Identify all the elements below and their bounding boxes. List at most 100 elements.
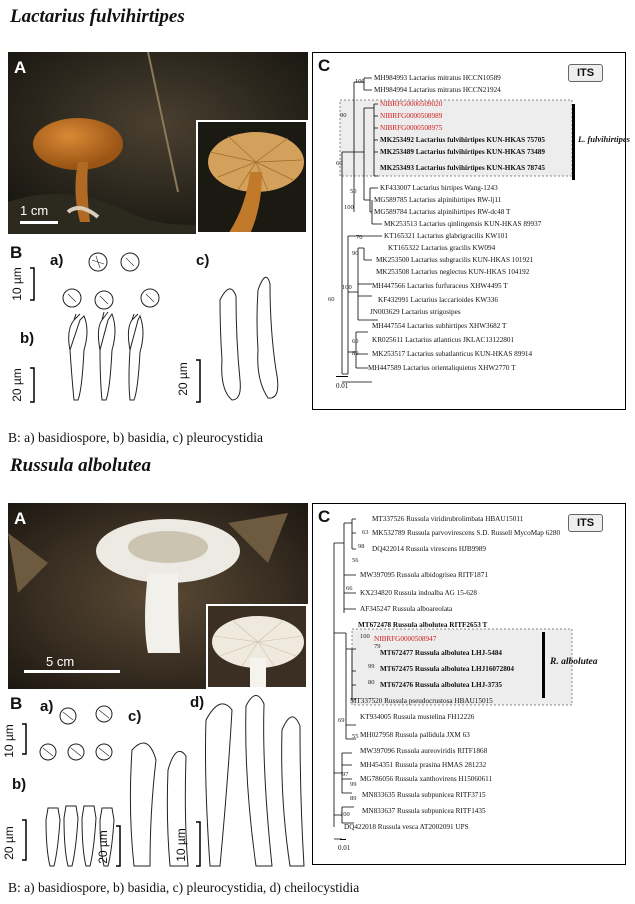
figure2-caption: B: a) basidiospore, b) basidia, c) pleur… [8,880,360,895]
tree-leaf-query: NIBRFG0000508989 [380,112,443,120]
tree-leaf: KX234820 Russula indoalba AG 15-628 [360,589,477,597]
tree2-branches [333,518,573,840]
support-value-2: 56 [352,557,359,564]
support-value: 60 [336,160,343,167]
cheilo-scale-label-2: 10 µm [173,828,188,862]
tree-scale-label-2: 0.01 [338,844,351,852]
clade-label: L. fulvihirtipes [578,134,630,144]
support-value-2: 99 [350,781,357,788]
photo-scale-bar-2 [24,670,120,673]
tree-leaf: MK253489 Lactarius fulvihirtipes KUN-HKA… [380,148,545,156]
support-value-2: 100 [340,811,350,818]
figure2-title: Russula albolutea [10,455,151,476]
support-value: 100 [342,284,352,291]
tree-leaf: MH027958 Russula pallidula JXM 63 [360,731,470,739]
clade-label-2: R. albolutea [550,657,598,667]
basidia-scale-label: 20 µm [9,368,24,402]
tree-leaf: MK253492 Lactarius fulvihirtipes KUN-HKA… [380,136,545,144]
sub-a-label: a) [50,252,64,269]
support-value-2: 99 [368,663,375,670]
support-value: 80 [352,350,359,357]
tree-leaf: MT672478 Russula albolutea RITF2653 T [358,621,488,629]
support-value: 60 [328,296,335,303]
support-value-2: 98 [358,543,365,550]
support-value: 90 [340,112,347,119]
tree-leaf: MN833635 Russula subpunicea RITF3715 [362,791,486,799]
sub-b-label-2: b) [12,776,27,793]
panel-a-label: A [14,58,27,77]
tree-scale-label: 0.01 [336,382,349,390]
its-badge: ITS [568,64,604,82]
its-badge-2: ITS [568,514,604,532]
tree-leaf: MK253513 Lactarius qinlingensis KUN-HKAS… [384,220,542,228]
tree-leaf: MK253508 Lactarius neglectus KUN-HKAS 10… [376,268,530,276]
tree-leaf: MW397096 Russula aureoviridis RITF1868 [360,747,488,755]
support-value-2: 55 [352,733,359,740]
cyst-scale-label: 20 µm [175,362,190,396]
tree-leaf: MH447566 Lactarius furfuraceus XHW4495 T [372,282,508,290]
tree-leaf: MT672475 Russula albolutea LHJ16072804 [380,665,514,673]
tree-leaf: MH984993 Lactarius mitratus HCCN10589 [374,74,501,82]
support-value: 70 [356,234,363,241]
russula-gills-inset [206,604,308,689]
russula-micro-drawings [22,695,305,867]
tree-leaf: MT337526 Russula viridirubrolimbata HBAU… [372,515,524,523]
tree-leaf: MH447554 Lactarius subhirtipes XHW3682 T [372,322,507,330]
tree-leaf: MH447589 Lactarius orientaliquietus XHW2… [368,364,516,372]
tree-leaf: KT165322 Lactarius gracilis KW094 [388,244,496,252]
tree-leaf: KT165321 Lactarius glabrigracilis KW101 [384,232,508,240]
tree-leaf: KF433007 Lactarius hirtipes Wang-1243 [380,184,498,192]
tree-leaf-query: NIBRFG0000508975 [380,124,443,132]
figure1-title: Lactarius fulvihirtipes [10,6,185,27]
support-value: 60 [352,338,359,345]
panel-c-label-2: C [318,507,331,526]
photo-scale-bar [20,221,58,224]
basidia-scale-label-2: 20 µm [1,826,16,860]
support-value: 50 [350,188,357,195]
tree-leaf: MW397095 Russula albidogrisea RITF1871 [360,571,488,579]
tree-leaf: MK532789 Russula parvovirescens S.D. Rus… [372,529,561,537]
support-value-2: 100 [360,633,370,640]
tree-leaf: MH454351 Russula prasina HMAS 281232 [360,761,487,769]
panel-b-label-2: B [10,694,23,713]
clade-bar-2 [542,632,545,698]
photo-scale-label-2: 5 cm [46,654,75,669]
tree-leaf: MH984994 Lactarius mitratus HCCN21924 [374,86,501,94]
tree-leaf: MN833637 Russula subpunicea RITF1435 [362,807,486,815]
tree-leaf-query: NIBRFG0000508947 [374,635,437,643]
clade-bar [572,104,575,180]
tree-leaf: KT934005 Russula mustelina FH12226 [360,713,475,721]
spore-scale-label-2: 10 µm [1,724,16,758]
support-value: 90 [352,250,359,257]
tree-leaf: MG786056 Russula xanthovirens H15060611 [360,775,493,783]
lactarius-micro-drawings [30,252,279,403]
tree-scale-bar [336,376,348,377]
tree-leaf: MG589785 Lactarius alpinihirtipes RW-lj1… [374,196,502,204]
tree-leaf: MK253500 Lactarius subgracilis KUN-HKAS … [376,256,534,264]
tree-leaf: DQ422014 Russula virescens HJB9989 [372,545,486,553]
panel-a-label-2: A [14,509,27,528]
cyst-scale-label-2: 20 µm [95,830,110,864]
tree-scale-bar-2 [340,839,346,840]
tree-leaf: DQ422018 Russula vesca AT2002091 UPS [344,823,469,831]
support-value-2: 80 [368,679,375,686]
sub-a-label-2: a) [40,698,54,715]
support-value-2: 97 [342,771,349,778]
support-value-2: 79 [374,643,381,650]
panel-b-label: B [10,243,23,262]
tree-leaf-query: NIBRFG0000509020 [380,100,443,108]
support-value-2: 69 [338,717,345,724]
sub-d-label-2: d) [190,694,205,711]
tree-leaf: MK253493 Lactarius fulvihirtipes KUN-HKA… [380,164,545,172]
support-value-2: 89 [350,795,357,802]
support-value-2: 66 [346,585,353,592]
sub-b-label: b) [20,330,35,347]
tree-leaf: MG589784 Lactarius alpinihirtipes RW-dc4… [374,208,511,216]
spore-scale-label: 10 µm [9,267,24,301]
sub-c-label-2: c) [128,708,142,725]
tree-leaf: KR025611 Lactarius atlanticus JKLAC13122… [372,336,515,344]
support-value: 100 [355,78,365,85]
tree-leaf: MT672477 Russula albolutea LHJ-5484 [380,649,503,657]
support-value-2: 63 [362,529,369,536]
lactarius-gills-inset [196,120,308,234]
